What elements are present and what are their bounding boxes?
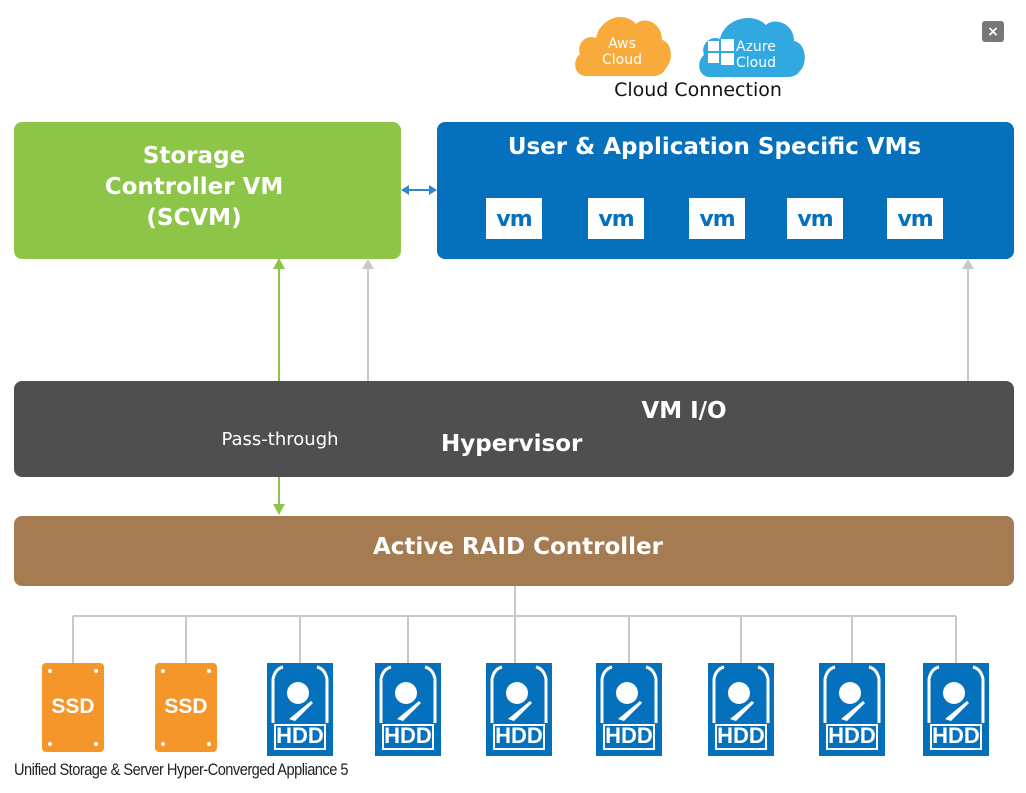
svg-text:vm: vm bbox=[699, 207, 734, 231]
aws-cloud-line2: Cloud bbox=[602, 52, 642, 68]
hdd-label: HDD bbox=[605, 723, 653, 748]
hdd-label: HDD bbox=[828, 723, 876, 748]
scvm-title-line3: (SCVM) bbox=[146, 205, 242, 231]
svg-text:vm: vm bbox=[496, 207, 531, 231]
scvm-title-line2: Controller VM bbox=[104, 174, 284, 200]
user-application-vms-box: User & Application Specific VMs vm vm vm vm… bbox=[437, 122, 1014, 259]
hdd-label: HDD bbox=[495, 723, 543, 748]
hdd-drive-icon: HDD bbox=[486, 663, 552, 756]
hdd-drive-icon: HDD bbox=[923, 663, 989, 756]
vm-logo-icon: vm bbox=[887, 198, 943, 239]
hdd-label: HDD bbox=[717, 723, 765, 748]
azure-cloud: Azure Cloud bbox=[696, 11, 808, 79]
user-vms-title: User & Application Specific VMs bbox=[507, 134, 922, 160]
scvm-title-line1: Storage bbox=[142, 143, 246, 169]
hdd-drive-icon: HDD bbox=[375, 663, 441, 756]
ssd-label: SSD bbox=[164, 695, 208, 718]
hdd-label: HDD bbox=[384, 723, 432, 748]
vm-logo-icon: vm bbox=[486, 198, 542, 239]
vm-io-label: VM I/O bbox=[609, 398, 759, 424]
azure-cloud-line2: Cloud bbox=[736, 55, 776, 71]
hdd-label: HDD bbox=[276, 723, 324, 748]
vm-io-arrow-to-scvm bbox=[362, 259, 374, 269]
vm-logo-icon: vm bbox=[787, 198, 843, 239]
close-button[interactable]: × bbox=[982, 21, 1004, 42]
pass-through-label: Pass-through bbox=[210, 429, 350, 450]
hdd-drive-icon: HDD bbox=[596, 663, 662, 756]
vm-logo-icon: vm bbox=[588, 198, 644, 239]
svg-text:vm: vm bbox=[797, 207, 832, 231]
vm-io-arrow-to-uservms bbox=[962, 259, 974, 269]
svg-text:vm: vm bbox=[598, 207, 633, 231]
ssd-drive-icon: SSD bbox=[155, 663, 217, 752]
vm-logo-icon: vm bbox=[689, 198, 745, 239]
hdd-drive-icon: HDD bbox=[819, 663, 885, 756]
close-icon: × bbox=[987, 23, 999, 40]
appliance-caption: Unified Storage & Server Hyper-Converged… bbox=[14, 760, 349, 779]
hypervisor-label: Hypervisor bbox=[441, 431, 583, 457]
scvm-uservm-link-arrow bbox=[401, 185, 437, 195]
cloud-connection-caption: Cloud Connection bbox=[614, 79, 782, 101]
hdd-drive-icon: HDD bbox=[708, 663, 774, 756]
storage-controller-vm-box: Storage Controller VM (SCVM) bbox=[14, 122, 401, 259]
hypervisor-box: Pass-through VM I/O Hypervisor bbox=[14, 381, 1014, 477]
raid-controller-label: Active RAID Controller bbox=[373, 534, 663, 560]
active-raid-controller-box: Active RAID Controller bbox=[14, 516, 1014, 586]
azure-cloud-line1: Azure bbox=[736, 39, 776, 55]
hdd-label: HDD bbox=[932, 723, 980, 748]
svg-text:vm: vm bbox=[897, 207, 932, 231]
hdd-drive-icon: HDD bbox=[267, 663, 333, 756]
aws-cloud-icon bbox=[575, 16, 671, 76]
ssd-drive-icon: SSD bbox=[42, 663, 104, 752]
ssd-label: SSD bbox=[51, 695, 95, 718]
azure-cloud-icon bbox=[699, 17, 805, 77]
aws-cloud: Aws Cloud bbox=[572, 10, 672, 78]
aws-cloud-line1: Aws bbox=[608, 36, 636, 52]
raid-drive-tree bbox=[72, 586, 957, 663]
windows-logo-icon bbox=[708, 39, 734, 65]
